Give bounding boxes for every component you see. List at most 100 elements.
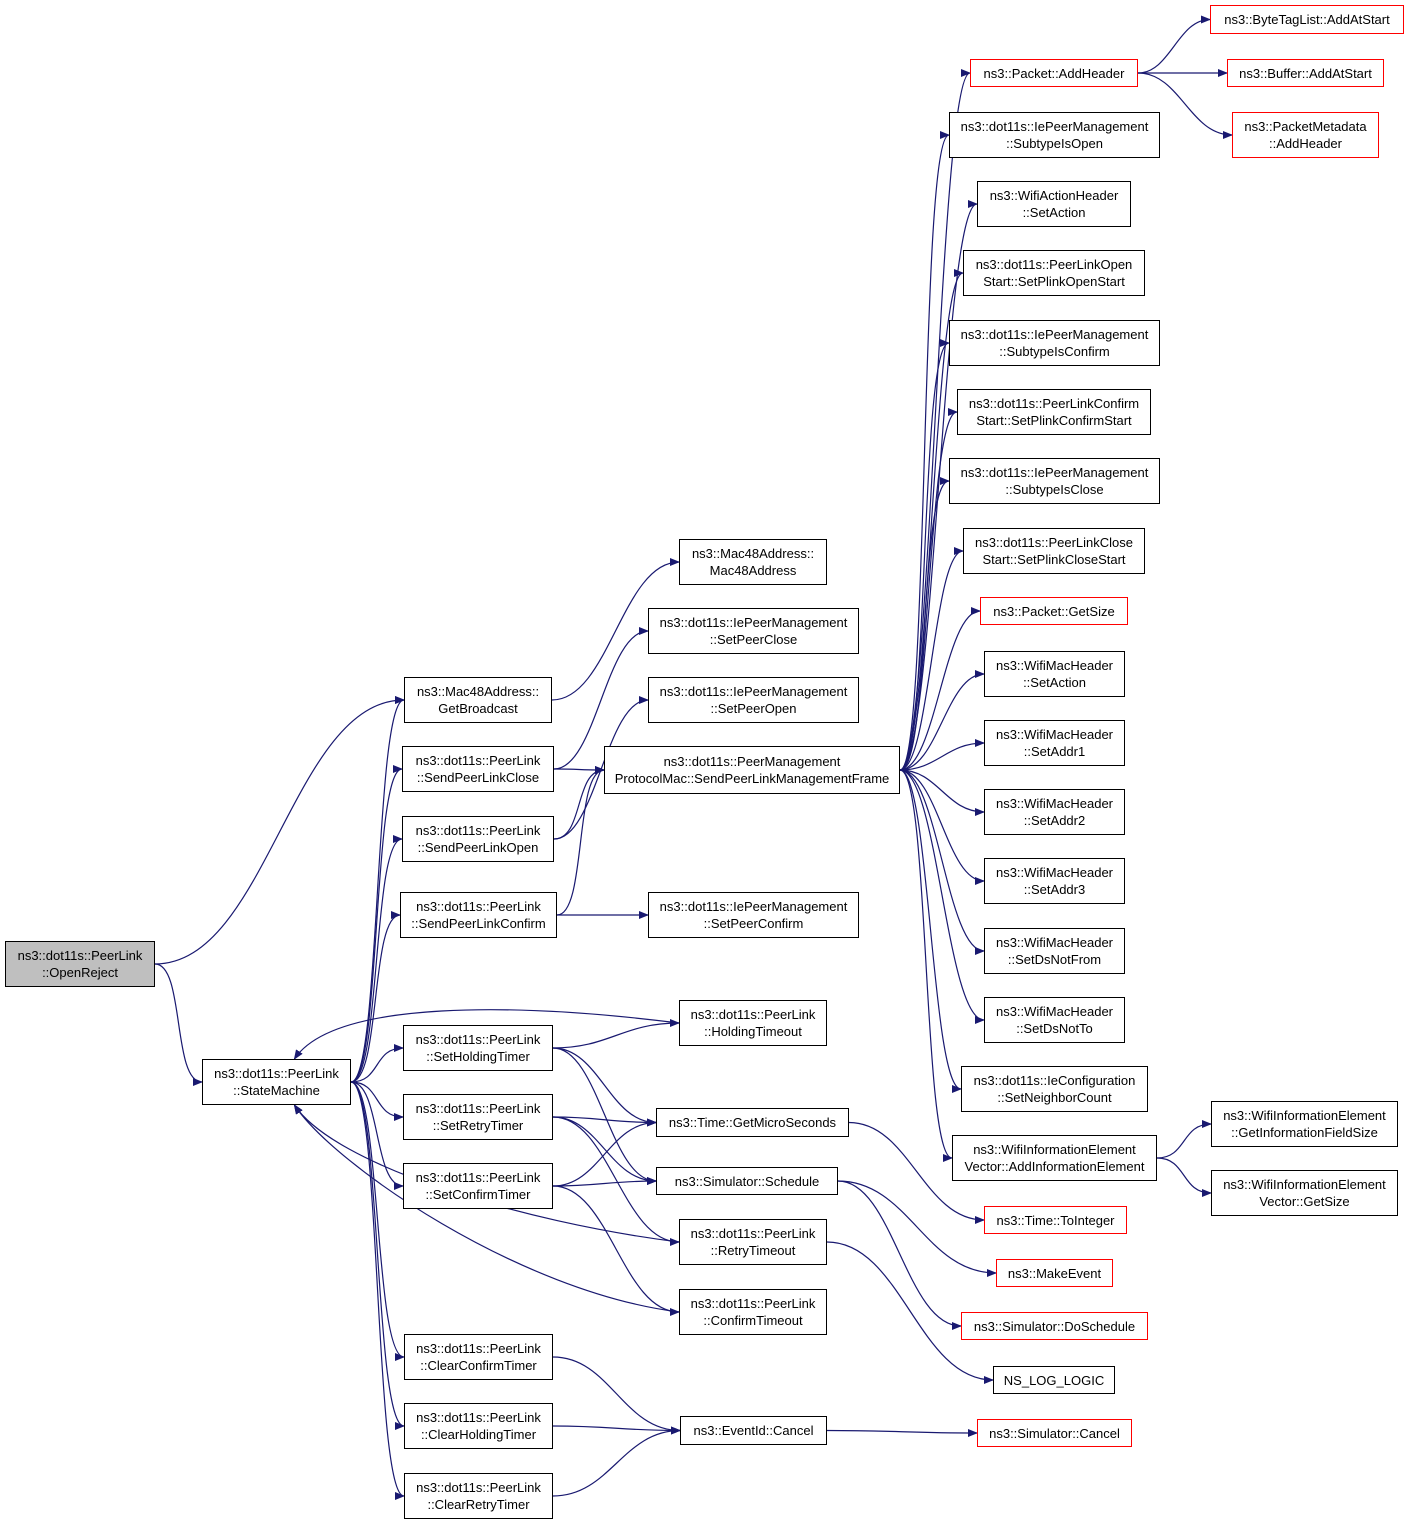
node-label-line: ns3::ByteTagList::AddAtStart [1224, 12, 1390, 27]
node-getbroadcast[interactable]: ns3::Mac48Address::GetBroadcast [404, 677, 552, 723]
edge-clearholdingtimer-to-eventcancel [552, 1425, 681, 1435]
node-setholdingtimer[interactable]: ns3::dot11s::PeerLink::SetHoldingTimer [403, 1025, 553, 1071]
node-sendpeerlinkconfirm[interactable]: ns3::dot11s::PeerLink::SendPeerLinkConfi… [400, 892, 557, 938]
edge-setretrytimer-to-retrytimeout [552, 1116, 680, 1246]
node-setaddr3[interactable]: ns3::WifiMacHeader::SetAddr3 [984, 858, 1125, 904]
node-sendpeerlinkclose[interactable]: ns3::dot11s::PeerLink::SendPeerLinkClose [402, 746, 554, 792]
node-label-line: Mac48Address [709, 563, 797, 578]
edge-sendpeerlinkmgmt-to-macsetaction [899, 670, 985, 771]
node-subtypeisconfirm[interactable]: ns3::dot11s::IePeerManagement::SubtypeIs… [949, 320, 1160, 366]
edge-confirmtimeout-to-statemachine [293, 1104, 680, 1313]
node-schedule[interactable]: ns3::Simulator::Schedule [656, 1167, 838, 1195]
node-label-line: ns3::dot11s::IePeerManagement [659, 684, 848, 699]
node-setdsnotfrom[interactable]: ns3::WifiMacHeader::SetDsNotFrom [984, 928, 1125, 974]
node-label-line: ProtocolMac::SendPeerLinkManagementFrame [614, 771, 890, 786]
edge-statemachine-to-setretrytimer [350, 1081, 404, 1121]
node-label-line: ::SetPeerConfirm [703, 916, 804, 931]
edge-sendpeerlinkmgmt-to-setneighborcount [899, 769, 962, 1093]
node-subtypeisclose[interactable]: ns3::dot11s::IePeerManagement::SubtypeIs… [949, 458, 1160, 504]
edge-statemachine-to-clearconfirmtimer [350, 1081, 405, 1361]
node-simcancel[interactable]: ns3::Simulator::Cancel [977, 1419, 1132, 1447]
node-label-line: ns3::WifiMacHeader [995, 1004, 1114, 1019]
node-label-line: ::ConfirmTimeout [703, 1313, 803, 1328]
node-macsetaction[interactable]: ns3::WifiMacHeader::SetAction [984, 651, 1125, 697]
node-nsloglogic[interactable]: NS_LOG_LOGIC [993, 1366, 1115, 1394]
node-label-line: ::SubtypeIsClose [1005, 482, 1104, 497]
edge-sendpeerlinkmgmt-to-subtypeisconfirm [899, 339, 950, 771]
node-packetgetsize[interactable]: ns3::Packet::GetSize [980, 597, 1128, 625]
edge-holdingtimeout-to-statemachine [293, 1009, 680, 1060]
node-confirmtimeout[interactable]: ns3::dot11s::PeerLink::ConfirmTimeout [679, 1289, 827, 1335]
node-clearconfirmtimer[interactable]: ns3::dot11s::PeerLink::ClearConfirmTimer [404, 1334, 553, 1380]
node-eventcancel[interactable]: ns3::EventId::Cancel [680, 1416, 827, 1445]
node-label-line: ns3::WifiMacHeader [995, 658, 1114, 673]
node-getmicroseconds[interactable]: ns3::Time::GetMicroSeconds [656, 1108, 849, 1137]
node-holdingtimeout[interactable]: ns3::dot11s::PeerLink::HoldingTimeout [679, 1000, 827, 1046]
node-clearretrytimer[interactable]: ns3::dot11s::PeerLink::ClearRetryTimer [404, 1473, 553, 1519]
node-label-line: Start::SetPlinkCloseStart [982, 552, 1126, 567]
node-label-line: ns3::dot11s::PeerLink [690, 1296, 816, 1311]
node-makeevent[interactable]: ns3::MakeEvent [996, 1259, 1113, 1287]
edge-statemachine-to-setconfirmtimer [350, 1081, 404, 1190]
node-label-line: ns3::Simulator::Schedule [674, 1173, 820, 1189]
edge-sendpeerlinkclose-to-sendpeerlinkmgmt [553, 765, 605, 774]
edge-sendpeerlinkmgmt-to-setaddr2 [899, 769, 985, 816]
node-label-line: ns3::WifiMacHeader [995, 865, 1114, 880]
node-label-line: ::HoldingTimeout [704, 1024, 802, 1039]
node-retrytimeout[interactable]: ns3::dot11s::PeerLink::RetryTimeout [679, 1219, 827, 1265]
node-setconfirmtimer[interactable]: ns3::dot11s::PeerLink::SetConfirmTimer [403, 1163, 553, 1209]
node-clearholdingtimer[interactable]: ns3::dot11s::PeerLink::ClearHoldingTimer [404, 1403, 553, 1449]
node-label-line: ::SendPeerLinkConfirm [411, 916, 546, 931]
node-setaddr1[interactable]: ns3::WifiMacHeader::SetAddr1 [984, 720, 1125, 766]
node-mac48address[interactable]: ns3::Mac48Address::Mac48Address [679, 539, 827, 585]
edge-sendpeerlinkmgmt-to-setaddr3 [899, 769, 985, 885]
node-label-line: Start::SetPlinkOpenStart [983, 274, 1125, 289]
node-sendpeerlinkopen[interactable]: ns3::dot11s::PeerLink::SendPeerLinkOpen [402, 816, 554, 862]
node-metadataaddheader[interactable]: ns3::PacketMetadata::AddHeader [1232, 112, 1379, 158]
node-setpeerclose[interactable]: ns3::dot11s::IePeerManagement::SetPeerCl… [648, 608, 859, 654]
edge-statemachine-to-setholdingtimer [350, 1044, 404, 1083]
node-label-line: ns3::Time::ToInteger [996, 1212, 1115, 1228]
node-wifiactionsetaction[interactable]: ns3::WifiActionHeader::SetAction [977, 181, 1131, 227]
edge-schedule-to-makeevent [837, 1180, 997, 1277]
node-label-line: ::StateMachine [233, 1083, 320, 1098]
node-getinfofieldsize[interactable]: ns3::WifiInformationElement::GetInformat… [1211, 1101, 1398, 1147]
edge-sendpeerlinkmgmt-to-setplinkconfirmstart [899, 408, 958, 771]
node-subtypeisopen[interactable]: ns3::dot11s::IePeerManagement::SubtypeIs… [949, 112, 1160, 158]
node-setpeeropen[interactable]: ns3::dot11s::IePeerManagement::SetPeerOp… [648, 677, 859, 723]
edge-setconfirmtimer-to-schedule [552, 1177, 657, 1187]
node-bytetagaddatstart[interactable]: ns3::ByteTagList::AddAtStart [1210, 5, 1404, 34]
node-statemachine[interactable]: ns3::dot11s::PeerLink::StateMachine [202, 1059, 351, 1105]
node-label-line: ::SetPeerOpen [710, 701, 797, 716]
node-addheader[interactable]: ns3::Packet::AddHeader [970, 59, 1138, 87]
node-label-line: NS_LOG_LOGIC [1003, 1372, 1105, 1388]
edge-statemachine-to-clearretrytimer [350, 1081, 405, 1500]
node-label-line: ns3::dot11s::IePeerManagement [659, 899, 848, 914]
node-setpeerconfirm[interactable]: ns3::dot11s::IePeerManagement::SetPeerCo… [648, 892, 859, 938]
node-label-line: ns3::WifiInformationElement [1223, 1108, 1386, 1123]
node-setaddr2[interactable]: ns3::WifiMacHeader::SetAddr2 [984, 789, 1125, 835]
edge-sendpeerlinkmgmt-to-addinfoelement [899, 769, 953, 1162]
node-label-line: ns3::dot11s::IePeerManagement [960, 119, 1149, 134]
edge-addinfoelement-to-vectorgetsize [1156, 1157, 1212, 1197]
node-label-line: ns3::Buffer::AddAtStart [1239, 65, 1372, 81]
edge-sendpeerlinkmgmt-to-setdsnotto [899, 769, 985, 1024]
node-setdsnotto[interactable]: ns3::WifiMacHeader::SetDsNotTo [984, 997, 1125, 1043]
node-label-line: ::SubtypeIsConfirm [999, 344, 1110, 359]
node-setretrytimer[interactable]: ns3::dot11s::PeerLink::SetRetryTimer [403, 1094, 553, 1140]
node-toInteger[interactable]: ns3::Time::ToInteger [984, 1206, 1127, 1234]
node-label-line: ::SetAddr3 [1023, 882, 1086, 897]
node-bufferaddatstart[interactable]: ns3::Buffer::AddAtStart [1227, 59, 1384, 87]
edge-setconfirmtimer-to-getmicroseconds [552, 1118, 657, 1187]
node-doschedule[interactable]: ns3::Simulator::DoSchedule [961, 1312, 1148, 1340]
edge-addinfoelement-to-getinfofieldsize [1156, 1120, 1212, 1159]
node-setneighborcount[interactable]: ns3::dot11s::IeConfiguration::SetNeighbo… [961, 1066, 1148, 1112]
